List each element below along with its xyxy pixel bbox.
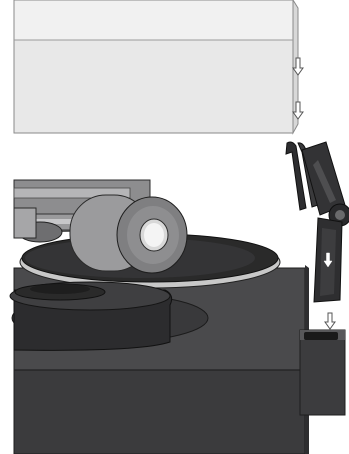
dust-cover-lid [14,0,298,133]
hinge-receiver-block [300,330,345,415]
rubber-mat-stack [10,282,172,350]
hinge-slot-down-arrow [325,313,335,329]
